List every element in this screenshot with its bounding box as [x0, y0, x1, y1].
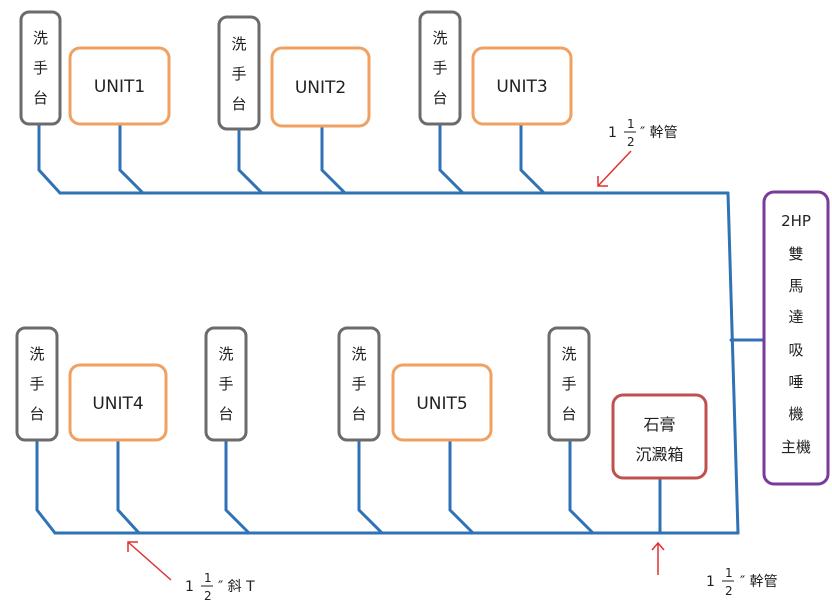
- branch-pipe-unit-4: [116, 438, 141, 535]
- top-main-label: 1 1 2 ″ 幹管: [608, 117, 678, 149]
- sink-box-4: 洗 手 台: [15, 326, 59, 442]
- sink-char: 台: [231, 95, 246, 113]
- sink-char: 洗: [351, 345, 366, 363]
- unit-box-1: UNIT1: [68, 46, 171, 126]
- sink-char: 洗: [218, 345, 233, 363]
- unit-label: UNIT3: [496, 77, 547, 97]
- unit-box-4: UNIT4: [68, 363, 168, 442]
- top-label-den: 2: [627, 135, 635, 149]
- sink-char: 手: [561, 375, 576, 393]
- branch-pipe-sink-1: [37, 122, 62, 195]
- machine-label: 主機: [781, 438, 811, 456]
- tee-label-suffix: ″ 斜 T: [218, 579, 255, 595]
- sink-box-6: 洗 手 台: [337, 326, 381, 442]
- top-label-whole: 1: [608, 125, 617, 141]
- machine-label: 達: [788, 308, 803, 326]
- top-main-arrow: [597, 150, 632, 187]
- machine-label: 唾: [788, 373, 803, 391]
- tank-label-line1: 石膏: [643, 415, 675, 434]
- tank-label-line2: 沉澱箱: [635, 445, 683, 464]
- bottom-label-suffix: ″ 幹管: [740, 573, 778, 590]
- sink-char: 手: [351, 375, 366, 393]
- unit-label: UNIT1: [94, 77, 145, 97]
- tee-label-whole: 1: [185, 579, 194, 595]
- pipes: [35, 122, 765, 535]
- sink-char: 手: [29, 375, 44, 393]
- branch-pipe-sink-7: [568, 438, 595, 535]
- branch-pipe-unit-1: [118, 122, 145, 195]
- sink-box-2: 洗 手 台: [217, 15, 261, 131]
- sink-char: 手: [33, 59, 48, 77]
- sink-char: 台: [218, 405, 233, 423]
- bottom-tee-arrow: [127, 541, 172, 581]
- unit-box-3: UNIT3: [471, 46, 573, 126]
- bottom-label-num: 1: [725, 566, 733, 580]
- sink-char: 洗: [231, 35, 246, 53]
- vertical-main-pipe: [726, 191, 740, 535]
- sink-char: 台: [33, 89, 48, 107]
- bottom-label-whole: 1: [706, 574, 715, 590]
- sink-char: 洗: [561, 345, 576, 363]
- machine-label: 機: [788, 405, 803, 423]
- sink-char: 台: [29, 405, 44, 423]
- unit-box-2: UNIT2: [270, 46, 371, 128]
- sink-char: 洗: [33, 29, 48, 47]
- sink-char: 台: [561, 405, 576, 423]
- top-label-num: 1: [627, 117, 635, 131]
- sink-box-7: 洗 手 台: [547, 326, 591, 442]
- suction-machine-box: 2HP 雙 馬 達 吸 唾 機 主機: [762, 190, 830, 486]
- machine-label: 吸: [788, 341, 803, 359]
- bottom-main-arrow: [651, 541, 665, 575]
- unit-label: UNIT4: [92, 394, 143, 414]
- sink-char: 手: [231, 65, 246, 83]
- gypsum-tank-box: 石膏 沉澱箱: [611, 393, 708, 480]
- sink-char: 台: [351, 405, 366, 423]
- branch-pipe-unit-3: [519, 122, 546, 195]
- sink-box-1: 洗 手 台: [19, 10, 62, 126]
- sink-box-5: 洗 手 台: [204, 326, 248, 442]
- sink-char: 手: [218, 375, 233, 393]
- branch-pipe-sink-2: [237, 127, 264, 195]
- bottom-main-label: 1 1 2 ″ 幹管: [706, 566, 778, 598]
- top-label-suffix: ″ 幹管: [640, 124, 678, 141]
- branch-pipe-unit-5: [448, 438, 475, 535]
- branch-pipe-sink-4: [35, 438, 57, 535]
- unit-label: UNIT2: [295, 78, 346, 98]
- sink-box-3: 洗 手 台: [418, 10, 462, 126]
- bottom-tee-label: 1 1 2 ″ 斜 T: [185, 571, 255, 603]
- machine-label: 2HP: [781, 212, 811, 230]
- sink-char: 台: [432, 89, 447, 107]
- machine-label: 馬: [788, 277, 803, 295]
- branch-pipe-sink-3: [438, 122, 465, 195]
- branch-pipe-unit-2: [320, 124, 347, 195]
- unit-label: UNIT5: [416, 394, 467, 414]
- tee-label-num: 1: [204, 571, 212, 585]
- sink-char: 洗: [432, 29, 447, 47]
- branch-pipe-sink-6: [357, 438, 384, 535]
- sink-char: 手: [432, 59, 447, 77]
- unit-box-5: UNIT5: [391, 363, 493, 442]
- bottom-label-den: 2: [725, 584, 733, 598]
- tee-label-den: 2: [204, 589, 212, 603]
- machine-label: 雙: [788, 245, 803, 263]
- branch-pipe-sink-5: [224, 438, 251, 535]
- arrows: [127, 150, 665, 581]
- sink-char: 洗: [29, 345, 44, 363]
